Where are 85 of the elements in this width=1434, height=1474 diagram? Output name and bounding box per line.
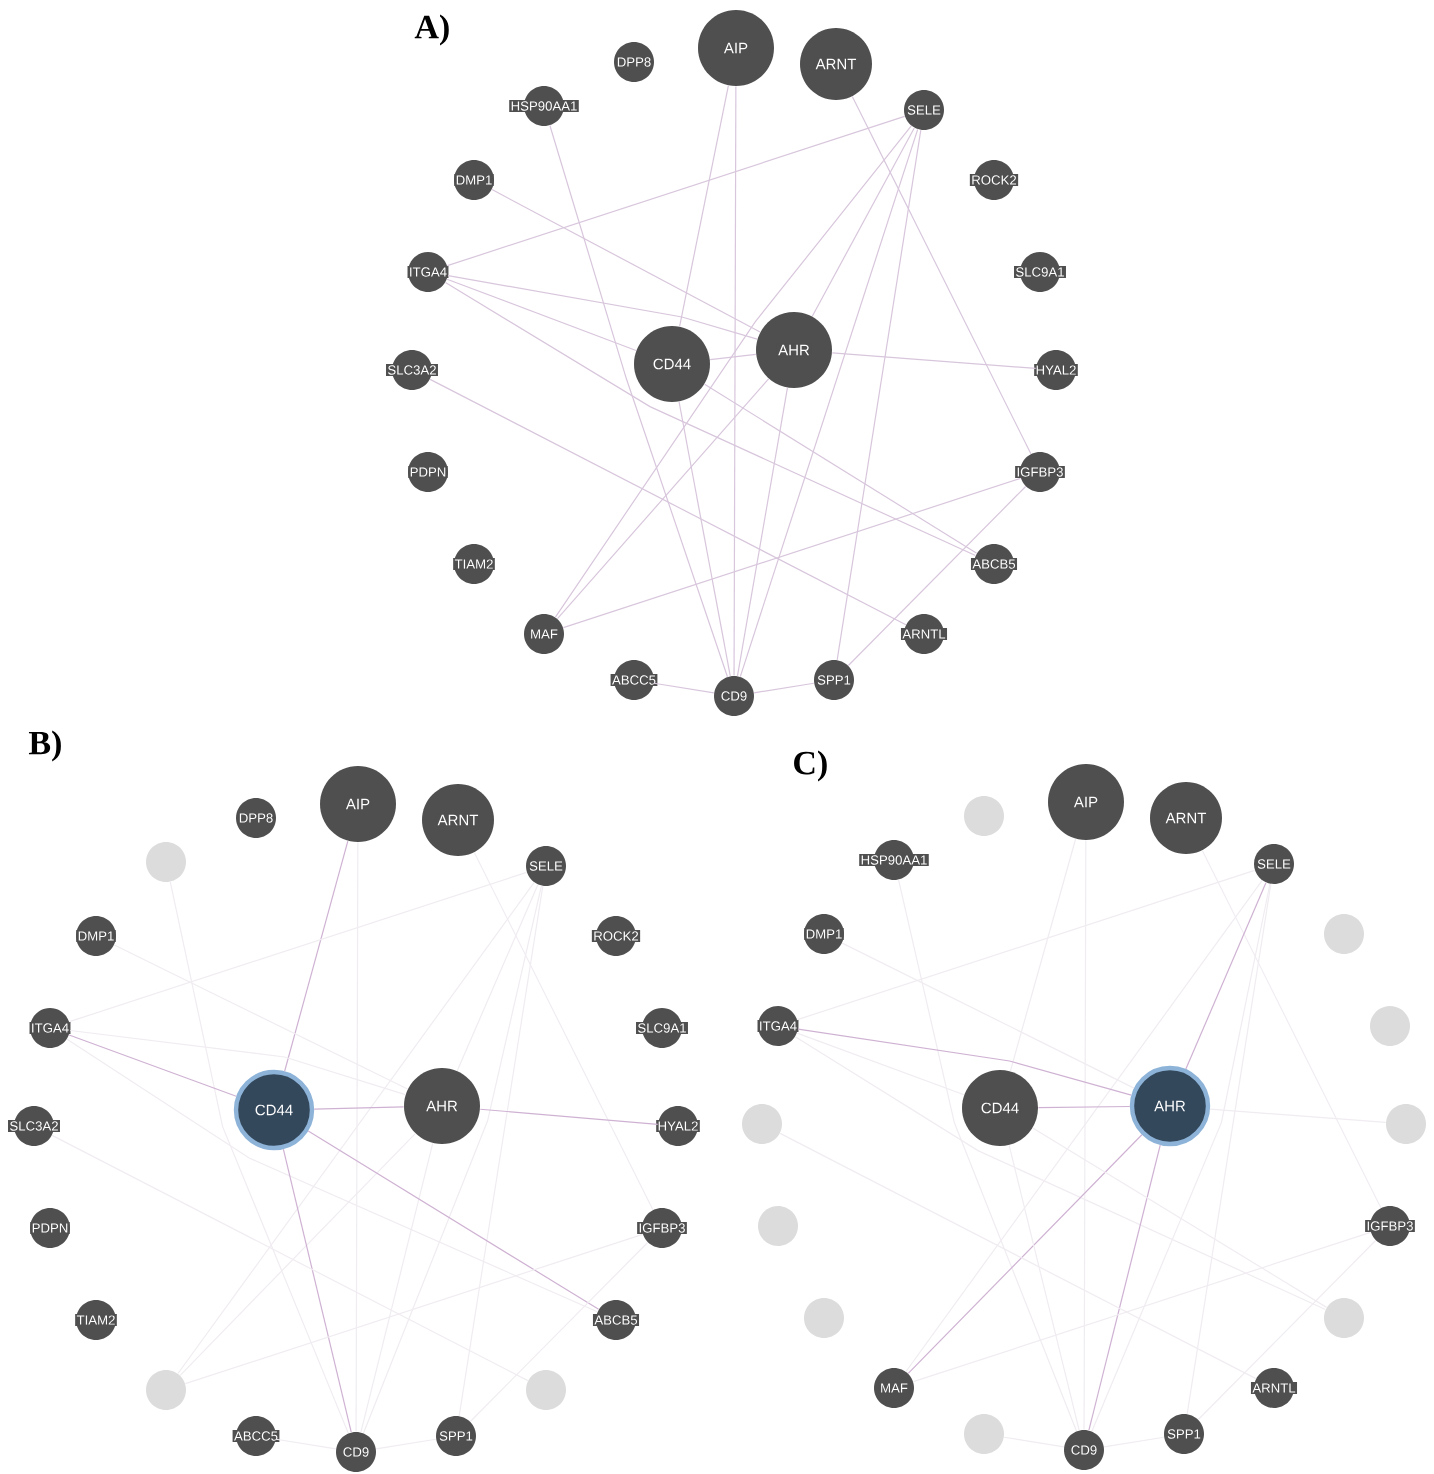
faded-node — [1324, 1298, 1364, 1338]
interaction-line — [184, 1233, 644, 1385]
interaction-line — [313, 1106, 405, 1110]
interaction-line — [794, 1036, 1327, 1311]
interaction-line — [375, 1438, 437, 1450]
interaction-line — [275, 1438, 337, 1450]
interaction-line — [1209, 1108, 1387, 1124]
interaction-line — [733, 85, 737, 677]
interaction-line — [473, 851, 654, 1211]
interaction-line — [1008, 1144, 1080, 1431]
interaction-line — [68, 871, 528, 1023]
faded-node — [804, 1298, 844, 1338]
interaction-line — [1091, 883, 1271, 1432]
interaction-line — [113, 944, 409, 1090]
faded-node — [742, 1104, 782, 1144]
interaction-line — [736, 387, 789, 677]
faded-node — [964, 1414, 1004, 1454]
interaction-line — [479, 1108, 659, 1125]
interaction-line — [456, 884, 539, 1072]
interaction-line — [1009, 838, 1077, 1072]
interaction-line — [779, 1132, 1257, 1380]
interaction-line — [709, 353, 757, 361]
interaction-line — [1088, 1144, 1161, 1431]
interaction-line — [446, 115, 906, 267]
interaction-line — [491, 189, 761, 333]
interaction-line — [905, 879, 1263, 1373]
interaction-line — [360, 1142, 434, 1433]
interaction-line — [282, 1148, 352, 1433]
interaction-line — [469, 1241, 649, 1423]
interaction-line — [446, 278, 637, 352]
interaction-line — [1032, 1127, 1328, 1308]
interaction-line — [907, 1134, 1143, 1375]
faded-node — [146, 842, 186, 882]
interaction-line — [678, 401, 731, 677]
interaction-line — [739, 128, 919, 678]
interaction-line — [912, 1231, 1372, 1383]
interaction-line — [1185, 882, 1267, 1070]
interaction-line — [836, 129, 922, 661]
interaction-line — [1197, 1239, 1377, 1421]
interaction-line — [704, 383, 978, 554]
interaction-line — [831, 352, 1037, 370]
interaction-line — [458, 885, 544, 1417]
faded-node — [146, 1370, 186, 1410]
interaction-line — [429, 378, 907, 626]
interaction-line — [1103, 1436, 1165, 1448]
interaction-line — [847, 485, 1027, 667]
panel-label: A) — [414, 14, 449, 46]
faded-node — [964, 796, 1004, 836]
interaction-line — [897, 879, 1078, 1432]
interaction-line — [179, 1132, 416, 1376]
interaction-line — [851, 95, 1032, 455]
faded-node — [1324, 914, 1364, 954]
interaction-line — [796, 869, 1256, 1021]
faded-node — [526, 1370, 566, 1410]
interaction-line — [51, 1134, 529, 1382]
interaction-line — [69, 1029, 406, 1096]
panel-label: C) — [794, 750, 827, 782]
interaction-line — [444, 282, 977, 557]
interaction-line — [811, 127, 915, 317]
interaction-line — [66, 1038, 598, 1313]
interaction-line — [307, 1130, 600, 1310]
faded-node — [758, 1206, 798, 1246]
interaction-line — [1037, 1105, 1131, 1109]
interaction-line — [562, 477, 1022, 629]
interaction-line — [797, 1028, 1132, 1096]
interaction-line — [841, 942, 1135, 1089]
interaction-line — [554, 125, 912, 618]
interaction-line — [169, 881, 349, 1434]
interaction-line — [1186, 883, 1272, 1415]
interaction-line — [447, 274, 758, 340]
faded-node — [1386, 1104, 1426, 1144]
faded-node — [1370, 1006, 1410, 1046]
interaction-line — [1003, 1436, 1065, 1448]
interaction-line — [362, 885, 543, 1434]
panel-label: B) — [28, 730, 61, 762]
interaction-line — [284, 840, 349, 1072]
interaction-line — [177, 881, 535, 1375]
interaction-line — [549, 124, 729, 678]
interaction-line — [68, 1034, 237, 1097]
interaction-line — [753, 682, 815, 694]
interaction-line — [796, 1032, 965, 1096]
interaction-line — [556, 378, 770, 620]
interaction-line — [1201, 849, 1382, 1209]
interaction-line — [653, 682, 715, 694]
interaction-line — [679, 85, 729, 327]
